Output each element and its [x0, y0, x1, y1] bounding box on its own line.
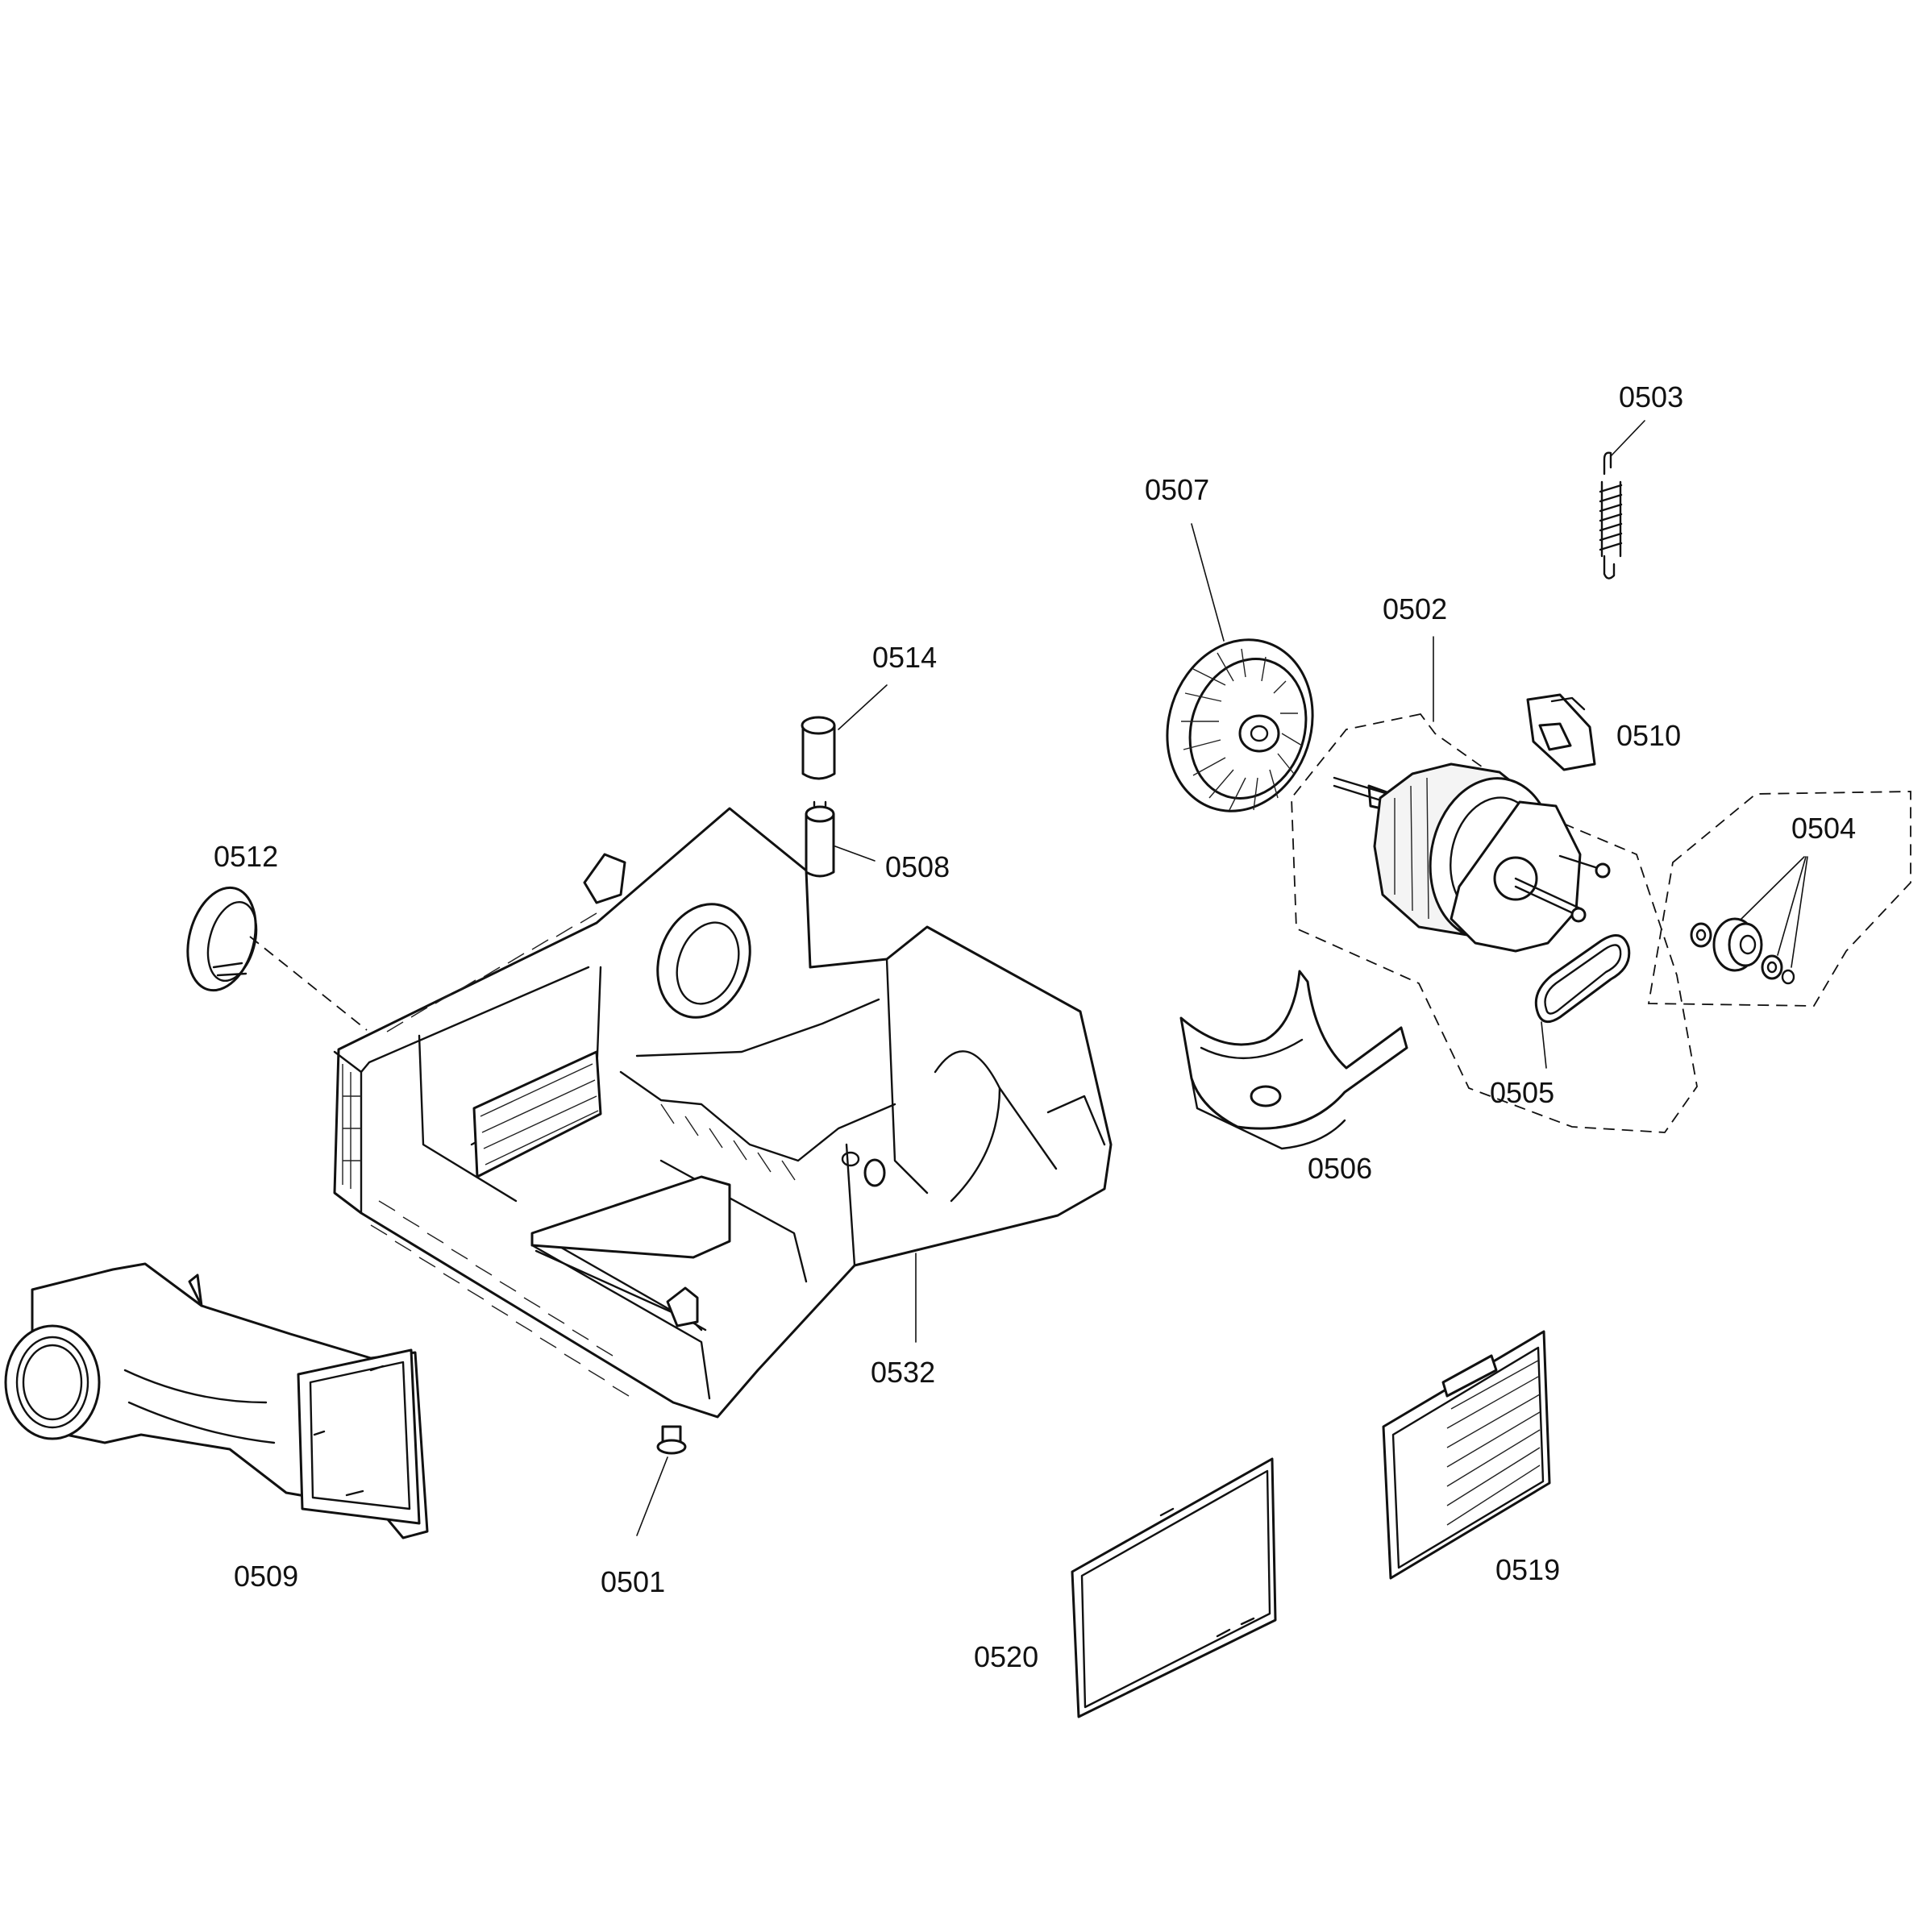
- callout-0503: 0503: [1619, 380, 1683, 413]
- part-0506-duct-shield: [1179, 970, 1408, 1150]
- part-0510-switch: [1526, 693, 1596, 771]
- callout-0504: 0504: [1791, 812, 1856, 845]
- leader-0507: [1191, 523, 1225, 642]
- leader-0504: [1741, 856, 1808, 968]
- callout-0502: 0502: [1383, 592, 1447, 625]
- callout-0514: 0514: [872, 641, 937, 674]
- leader-0514: [838, 684, 888, 730]
- callout-0510: 0510: [1616, 719, 1681, 752]
- part-0505-belt: [1534, 934, 1631, 1024]
- callout-0506: 0506: [1308, 1152, 1372, 1185]
- part-0501-foot: [656, 1425, 687, 1455]
- dashed-leader-0512: [249, 936, 368, 1031]
- callout-0532: 0532: [871, 1356, 935, 1389]
- leader-0505: [1541, 1021, 1547, 1069]
- part-0503-spring: [1599, 451, 1623, 580]
- part-0502-motor: [1291, 713, 1698, 1133]
- part-0507-blower-wheel: [1166, 638, 1314, 812]
- leader-0501: [636, 1456, 668, 1536]
- part-0509-air-duct: [4, 1262, 429, 1539]
- part-0514-cap: [801, 716, 836, 780]
- callout-0508: 0508: [885, 850, 950, 883]
- callout-0501: 0501: [601, 1565, 665, 1598]
- part-0504-pulley-set: [1647, 791, 1911, 1007]
- part-0508-capacitor: [805, 800, 835, 878]
- callout-0509: 0509: [234, 1560, 298, 1593]
- callout-0505: 0505: [1490, 1076, 1554, 1109]
- part-0512-bearing: [186, 886, 258, 992]
- callout-0512: 0512: [214, 840, 278, 873]
- part-0532-base-housing: [333, 807, 1113, 1419]
- leader-0508: [834, 846, 876, 862]
- callout-0519: 0519: [1495, 1553, 1560, 1586]
- part-0519-grille-panel: [1382, 1330, 1551, 1580]
- leader-0503: [1610, 420, 1645, 457]
- callout-0507: 0507: [1145, 473, 1209, 506]
- callout-0520: 0520: [974, 1640, 1038, 1673]
- part-0520-filter-panel: [1071, 1457, 1277, 1718]
